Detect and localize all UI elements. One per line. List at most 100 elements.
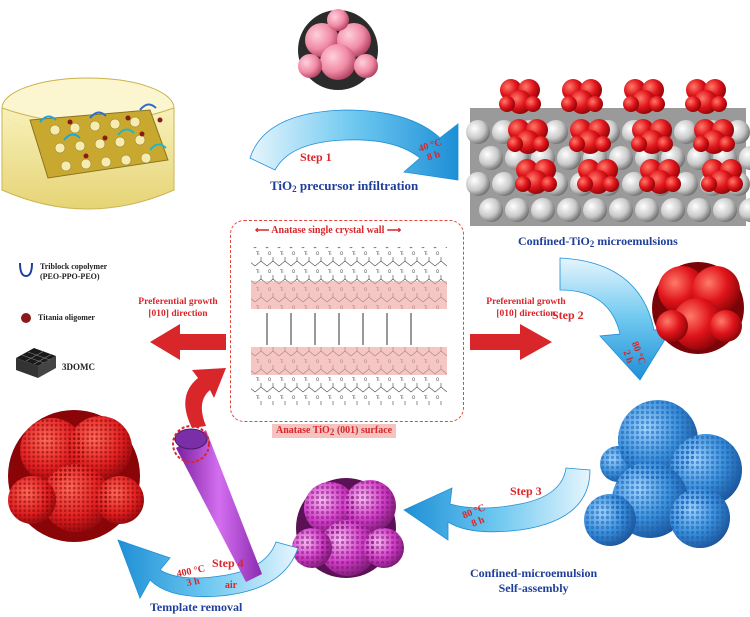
growth-right-label: Preferential growth[010] direction (486, 297, 566, 319)
confined-microemulsion-array (466, 79, 750, 226)
red-sphere (648, 170, 672, 194)
red-microemulsion-cluster (569, 119, 611, 154)
grey-sphere (635, 198, 659, 222)
grey-sphere (479, 146, 503, 170)
grey-sphere (531, 198, 555, 222)
legend-oligomer: Titania oligomer (38, 313, 95, 322)
grey-sphere (687, 198, 711, 222)
grey-sphere (661, 198, 685, 222)
grey-sphere (505, 198, 529, 222)
red-microemulsion-cluster (577, 159, 619, 194)
legend-copolymer: Triblock copolymer(PEO-PPO-PEO) (40, 262, 108, 281)
red-sphere (719, 136, 735, 152)
double-arrow-right-icon: ⟶ (386, 225, 402, 236)
grey-sphere (557, 198, 581, 222)
double-arrow-left-icon: ⟵ (255, 225, 270, 236)
red-sphere (541, 176, 557, 192)
grey-sphere (739, 198, 750, 222)
red-sphere (701, 176, 717, 192)
single-red-cluster (652, 262, 744, 354)
red-microemulsion-cluster (631, 119, 673, 154)
red-sphere (508, 90, 532, 114)
lattice-schematic (251, 247, 447, 405)
confined-caption: Confined-TiO2 microemulsions (518, 234, 678, 249)
red-sphere (665, 176, 681, 192)
magenta-assembled-cluster (292, 478, 404, 578)
final-red-structure (8, 410, 144, 542)
legend-template: 3DOMC (62, 362, 95, 372)
red-sphere (587, 96, 603, 112)
template-bowl-illustration (1, 77, 175, 210)
surface-caption: Anatase TiO2 (001) surface (272, 424, 397, 438)
red-microemulsion-cluster (507, 119, 549, 154)
red-microemulsion-cluster (639, 159, 681, 194)
grey-sphere (713, 198, 737, 222)
step2-label: Step 2 (552, 308, 584, 322)
blue-microemulsion-cluster (584, 400, 742, 548)
red-sphere (516, 130, 540, 154)
grey-sphere (609, 198, 633, 222)
red-microemulsion-cluster (685, 79, 727, 114)
red-sphere (577, 176, 593, 192)
red-microemulsion-cluster (693, 119, 735, 154)
step1-arrow (249, 109, 459, 181)
wall-title: ⟵ Anatase single crystal wall ⟶ (255, 225, 402, 236)
red-sphere (710, 170, 734, 194)
step4-caption: Template removal (150, 600, 243, 614)
grey-sphere (466, 172, 490, 196)
red-sphere (525, 96, 541, 112)
red-sphere (586, 170, 610, 194)
grey-sphere (674, 120, 698, 144)
red-sphere (727, 176, 743, 192)
step2-arrow (559, 257, 673, 381)
nanorod-cone (172, 425, 262, 582)
step3-label: Step 3 (510, 484, 542, 498)
red-sphere (693, 136, 709, 152)
red-microemulsion-cluster (623, 79, 665, 114)
growth-left-label: Preferential growth[010] direction (138, 297, 218, 319)
grey-sphere (479, 198, 503, 222)
red-sphere (702, 130, 726, 154)
red-sphere (499, 96, 515, 112)
red-sphere (711, 96, 727, 112)
red-sphere (694, 90, 718, 114)
grey-sphere (739, 146, 750, 170)
red-sphere (507, 136, 523, 152)
red-sphere (632, 90, 656, 114)
red-microemulsion-cluster (561, 79, 603, 114)
red-sphere (657, 136, 673, 152)
grey-sphere (674, 172, 698, 196)
red-microemulsion-cluster (515, 159, 557, 194)
red-sphere (631, 136, 647, 152)
grey-sphere (492, 172, 516, 196)
template-sphere-cluster (298, 9, 378, 90)
step1-caption: TiO2 precursor infiltration (270, 178, 419, 194)
grey-sphere (544, 120, 568, 144)
red-sphere (533, 136, 549, 152)
red-sphere (603, 176, 619, 192)
legend-icons (16, 262, 56, 378)
grey-sphere (583, 198, 607, 222)
red-sphere (515, 176, 531, 192)
red-sphere (640, 130, 664, 154)
red-sphere (569, 136, 585, 152)
step4-label: Step 4 (212, 556, 244, 570)
red-microemulsion-cluster (499, 79, 541, 114)
crystal-wall-panel: ⟵ Anatase single crystal wall ⟶ (230, 220, 464, 422)
grey-sphere (466, 120, 490, 144)
red-sphere (595, 136, 611, 152)
growth-arrow-left (150, 324, 226, 360)
zoom-arrow (185, 368, 226, 428)
growth-arrow-right (470, 324, 552, 360)
step4-atmosphere: air (224, 580, 238, 591)
grey-sphere (622, 172, 646, 196)
red-sphere (649, 96, 665, 112)
red-sphere (524, 170, 548, 194)
red-sphere (561, 96, 577, 112)
step3-arrow (403, 467, 591, 541)
step1-label: Step 1 (300, 150, 332, 164)
red-sphere (570, 90, 594, 114)
grey-sphere (557, 146, 581, 170)
